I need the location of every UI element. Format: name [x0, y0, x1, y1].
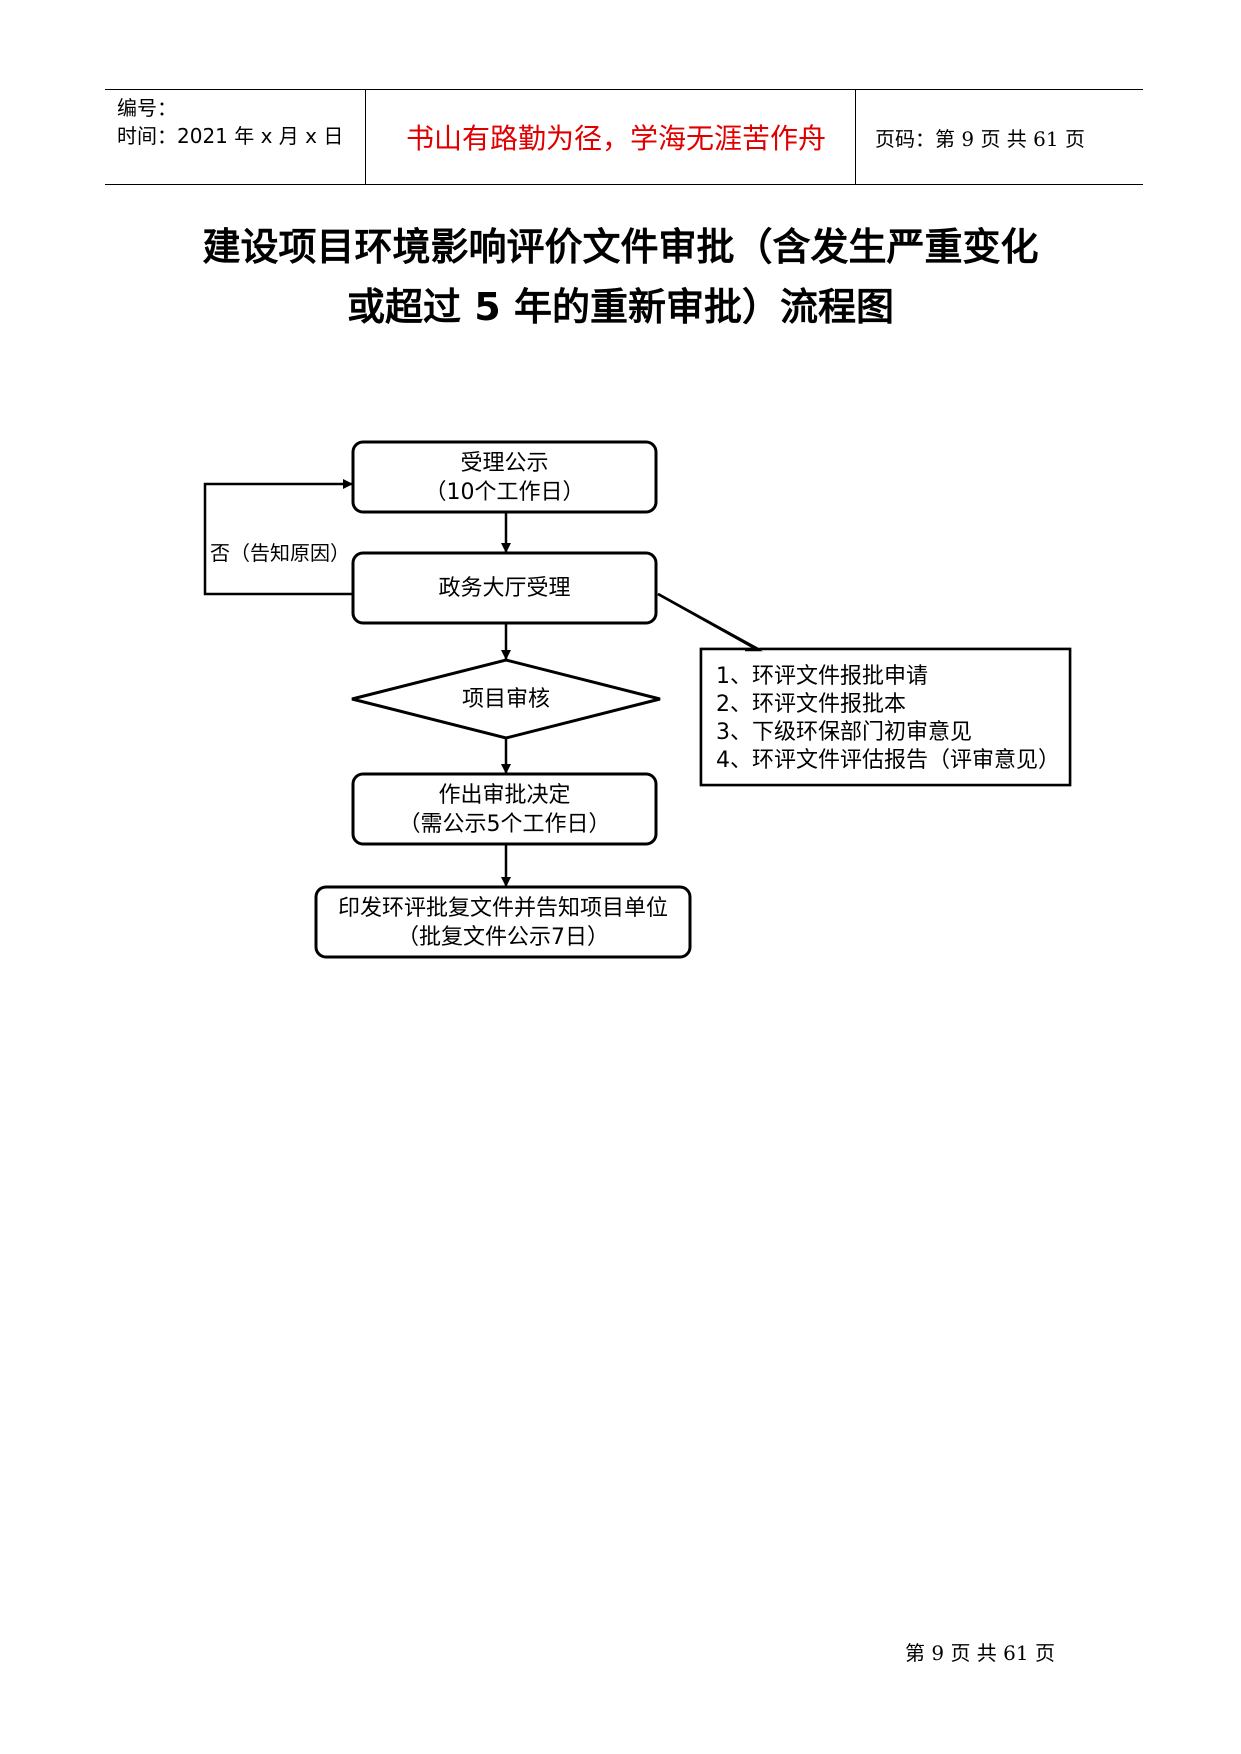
node-review-decision — [351, 658, 661, 740]
notes-box — [699, 647, 1072, 787]
node-review-text: 项目审核 — [461, 687, 550, 712]
node-approval-text: 作出审批决定 （需公示5个工作日） — [353, 781, 656, 839]
node-accept-notice-line2: （10个工作日） — [424, 480, 585, 505]
node-approval-decision — [351, 772, 658, 846]
materials-list: 1、环评文件报批申请 2、环评文件报批本 3、下级环保部门初审意见 4、环评文件… — [716, 663, 1060, 775]
flowchart — [203, 440, 1072, 959]
time-label: 时间：2021 年 x 月 x 日 — [117, 124, 344, 148]
number-label: 编号： — [117, 96, 177, 120]
callout-pointer — [657, 592, 763, 652]
node-accept-notice-text: 受理公示 （10个工作日） — [353, 449, 656, 507]
node-hall-accept — [351, 551, 658, 625]
page-title-line2: 或超过 5 年的重新审批）流程图 — [347, 285, 894, 329]
header-divider — [365, 90, 366, 184]
document-header: 编号： 时间：2021 年 x 月 x 日 书山有路勤为径，学海无涯苦作舟 页码… — [105, 89, 1143, 185]
page-footer: 第 9 页 共 61 页 — [905, 1641, 1055, 1665]
list-item: 1、环评文件报批申请 — [716, 664, 928, 689]
header-meta: 编号： 时间：2021 年 x 月 x 日 — [117, 94, 343, 150]
node-approval-line1: 作出审批决定 — [438, 783, 571, 808]
node-accept-notice-line1: 受理公示 — [460, 451, 549, 476]
node-issue-reply-line1: 印发环评批复文件并告知项目单位 — [337, 896, 668, 921]
list-item: 3、下级环保部门初审意见 — [716, 720, 972, 745]
node-approval-line2: （需公示5个工作日） — [398, 812, 611, 837]
header-page-info: 页码：第 9 页 共 61 页 — [875, 126, 1085, 151]
node-issue-reply-line2: （批复文件公示7日） — [397, 925, 609, 950]
reject-loop-line — [203, 479, 353, 596]
list-item: 2、环评文件报批本 — [716, 692, 906, 717]
reject-label: 否（告知原因） — [210, 539, 350, 568]
motto: 书山有路勤为径，学海无涯苦作舟 — [405, 122, 826, 155]
header-divider — [855, 90, 856, 184]
node-accept-notice — [351, 440, 658, 514]
node-issue-reply-text: 印发环评批复文件并告知项目单位 （批复文件公示7日） — [316, 894, 690, 952]
node-issue-reply — [314, 885, 692, 959]
list-item: 4、环评文件评估报告（评审意见） — [716, 748, 1060, 773]
page-title-line1: 建设项目环境影响评价文件审批（含发生严重变化 — [202, 225, 1039, 269]
node-hall-accept-text: 政务大厅受理 — [438, 576, 571, 601]
